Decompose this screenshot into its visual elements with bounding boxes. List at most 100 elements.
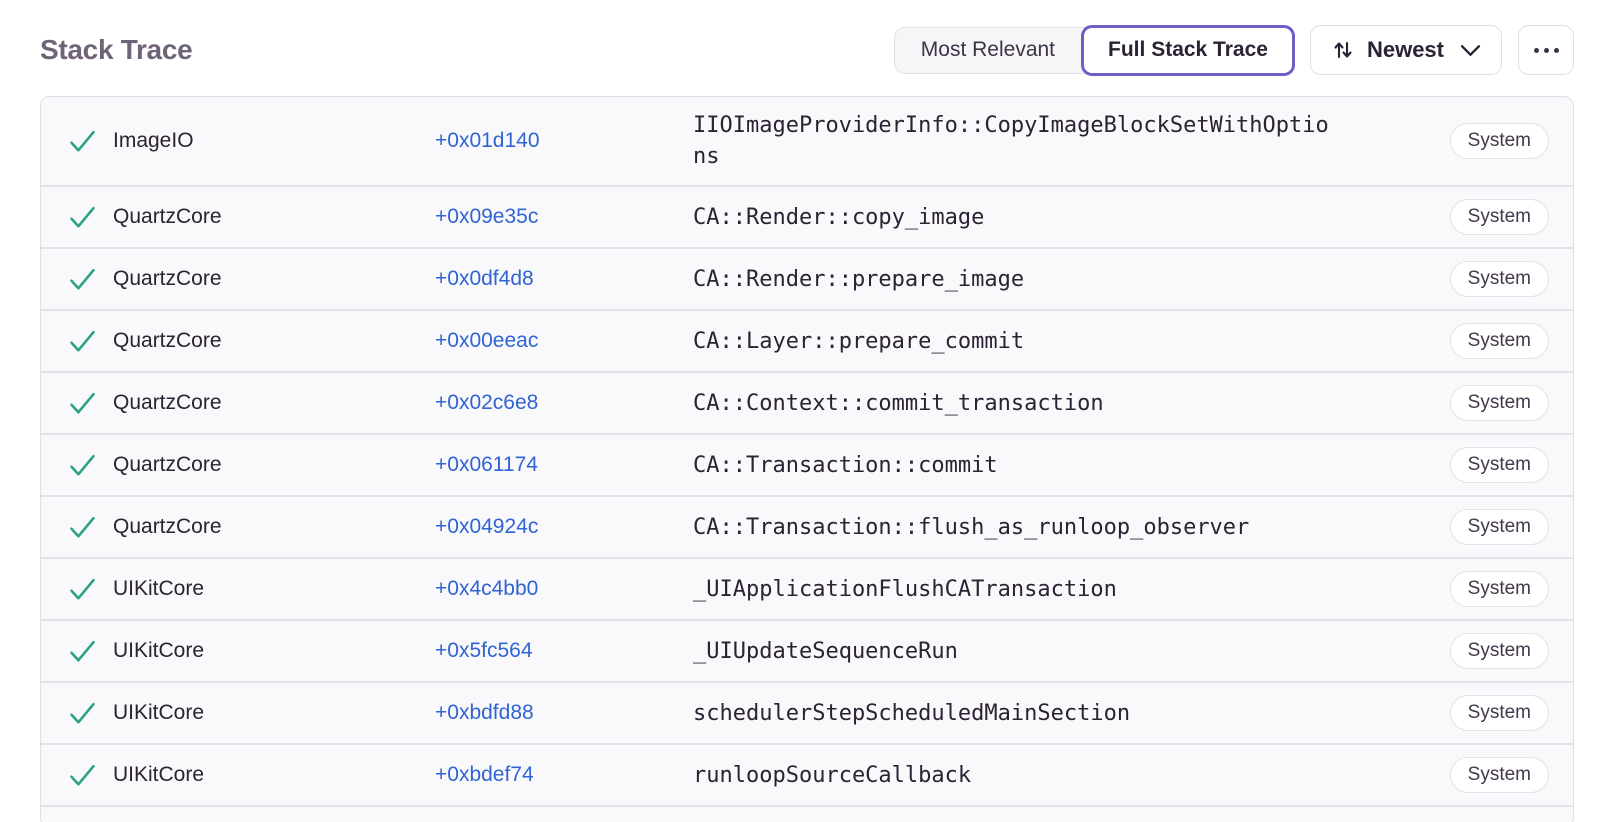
frame-module: QuartzCore	[113, 391, 222, 414]
frame-function: CA::Layer::prepare_commit	[693, 328, 1025, 354]
ellipsis-icon	[1533, 47, 1539, 53]
stack-frame-row[interactable]: QuartzCore +0x02c6e8 CA::Context::commit…	[41, 371, 1573, 433]
checkmark-icon	[70, 702, 95, 724]
frame-module: QuartzCore	[113, 205, 222, 228]
more-options-button[interactable]	[1518, 25, 1574, 75]
stack-frame-row[interactable]: ImageIO +0x01d140 IIOImageProviderInfo::…	[41, 97, 1573, 185]
stack-frame-row-cutoff[interactable]	[41, 805, 1573, 822]
frame-function: CA::Context::commit_transaction	[693, 390, 1104, 416]
frame-offset-link[interactable]: +0x01d140	[435, 129, 540, 152]
sort-label: Newest	[1366, 37, 1444, 62]
system-badge: System	[1449, 633, 1549, 669]
checkmark-icon	[70, 578, 95, 600]
system-badge: System	[1449, 261, 1549, 297]
frame-offset-link[interactable]: +0x0df4d8	[435, 267, 534, 290]
frame-function: _UIUpdateSequenceRun	[693, 638, 958, 664]
frame-function: CA::Render::prepare_image	[693, 266, 1025, 292]
stack-trace-panel: Stack Trace Most Relevant Full Stack Tra…	[0, 24, 1614, 822]
checkmark-icon	[70, 206, 95, 228]
frame-module: UIKitCore	[113, 701, 205, 724]
stack-frame-row[interactable]: UIKitCore +0xbdfd88 schedulerStepSchedul…	[41, 681, 1573, 743]
frame-badge-wrap: System	[1449, 123, 1549, 159]
frame-offset-link[interactable]: +0x02c6e8	[435, 391, 539, 414]
frame-badge-wrap: System	[1449, 447, 1549, 483]
frame-status	[41, 264, 113, 295]
panel-header: Stack Trace Most Relevant Full Stack Tra…	[40, 24, 1574, 76]
frame-function: CA::Transaction::commit	[693, 452, 998, 478]
frame-module: ImageIO	[113, 129, 194, 152]
toggle-full-stack-trace[interactable]: Full Stack Trace	[1081, 24, 1295, 76]
frame-function: _UIApplicationFlushCATransaction	[693, 576, 1117, 602]
checkmark-icon	[70, 640, 95, 662]
frame-module: QuartzCore	[113, 515, 222, 538]
frame-offset-link[interactable]: +0x09e35c	[435, 205, 539, 228]
frame-badge-wrap: System	[1449, 695, 1549, 731]
frame-badge-wrap: System	[1449, 633, 1549, 669]
frame-status	[41, 126, 113, 157]
frame-offset-link[interactable]: +0x5fc564	[435, 639, 533, 662]
system-badge: System	[1449, 123, 1549, 159]
system-badge: System	[1449, 509, 1549, 545]
sort-arrows-icon	[1331, 37, 1355, 63]
frame-status	[41, 450, 113, 481]
stack-frame-row[interactable]: UIKitCore +0x4c4bb0 _UIApplicationFlushC…	[41, 557, 1573, 619]
stack-frame-row[interactable]: QuartzCore +0x00eeac CA::Layer::prepare_…	[41, 309, 1573, 371]
frame-module: QuartzCore	[113, 329, 222, 352]
frame-function: IIOImageProviderInfo::CopyImageBlockSetW…	[693, 113, 1329, 169]
stack-trace-table: ImageIO +0x01d140 IIOImageProviderInfo::…	[40, 96, 1574, 822]
system-badge: System	[1449, 695, 1549, 731]
checkmark-icon	[70, 130, 95, 152]
stack-frame-row[interactable]: QuartzCore +0x09e35c CA::Render::copy_im…	[41, 185, 1573, 247]
frame-function: schedulerStepScheduledMainSection	[693, 700, 1131, 726]
checkmark-icon	[70, 764, 95, 786]
toggle-most-relevant[interactable]: Most Relevant	[920, 38, 1056, 61]
checkmark-icon	[70, 516, 95, 538]
frame-status	[41, 636, 113, 667]
system-badge: System	[1449, 385, 1549, 421]
frame-status	[41, 388, 113, 419]
view-toggle: Most Relevant Full Stack Trace	[893, 24, 1295, 76]
checkmark-icon	[70, 454, 95, 476]
frame-module: UIKitCore	[113, 577, 205, 600]
frame-offset-link[interactable]: +0x4c4bb0	[435, 577, 539, 600]
stack-frame-row[interactable]: QuartzCore +0x04924c CA::Transaction::fl…	[41, 495, 1573, 557]
stack-frame-row[interactable]: UIKitCore +0xbdef74 runloopSourceCallbac…	[41, 743, 1573, 805]
frame-module: UIKitCore	[113, 763, 205, 786]
stack-frame-row[interactable]: UIKitCore +0x5fc564 _UIUpdateSequenceRun…	[41, 619, 1573, 681]
frame-status	[41, 512, 113, 543]
frame-badge-wrap: System	[1449, 323, 1549, 359]
system-badge: System	[1449, 571, 1549, 607]
frame-module: QuartzCore	[113, 267, 222, 290]
system-badge: System	[1449, 323, 1549, 359]
frame-offset-link[interactable]: +0x00eeac	[435, 329, 539, 352]
frame-status	[41, 698, 113, 729]
frame-offset-link[interactable]: +0x061174	[435, 453, 538, 476]
stack-frame-row[interactable]: QuartzCore +0x061174 CA::Transaction::co…	[41, 433, 1573, 495]
system-badge: System	[1449, 757, 1549, 793]
frame-status	[41, 760, 113, 791]
frame-module: QuartzCore	[113, 453, 222, 476]
frame-offset-link[interactable]: +0xbdfd88	[435, 701, 534, 724]
chevron-down-icon	[1460, 44, 1481, 57]
frame-status	[41, 202, 113, 233]
frame-function: runloopSourceCallback	[693, 762, 972, 788]
system-badge: System	[1449, 447, 1549, 483]
sort-dropdown[interactable]: Newest	[1309, 25, 1502, 75]
frame-function: CA::Render::copy_image	[693, 204, 985, 230]
frame-badge-wrap: System	[1449, 571, 1549, 607]
frame-status	[41, 574, 113, 605]
frame-function: CA::Transaction::flush_as_runloop_observ…	[693, 514, 1250, 540]
frame-rows: ImageIO +0x01d140 IIOImageProviderInfo::…	[41, 97, 1573, 805]
page-title: Stack Trace	[40, 34, 193, 65]
frame-badge-wrap: System	[1449, 199, 1549, 235]
frame-badge-wrap: System	[1449, 261, 1549, 297]
frame-badge-wrap: System	[1449, 509, 1549, 545]
frame-status	[41, 326, 113, 357]
frame-offset-link[interactable]: +0xbdef74	[435, 763, 534, 786]
frame-module: UIKitCore	[113, 639, 205, 662]
checkmark-icon	[70, 330, 95, 352]
frame-offset-link[interactable]: +0x04924c	[435, 515, 539, 538]
checkmark-icon	[70, 268, 95, 290]
frame-badge-wrap: System	[1449, 385, 1549, 421]
stack-frame-row[interactable]: QuartzCore +0x0df4d8 CA::Render::prepare…	[41, 247, 1573, 309]
